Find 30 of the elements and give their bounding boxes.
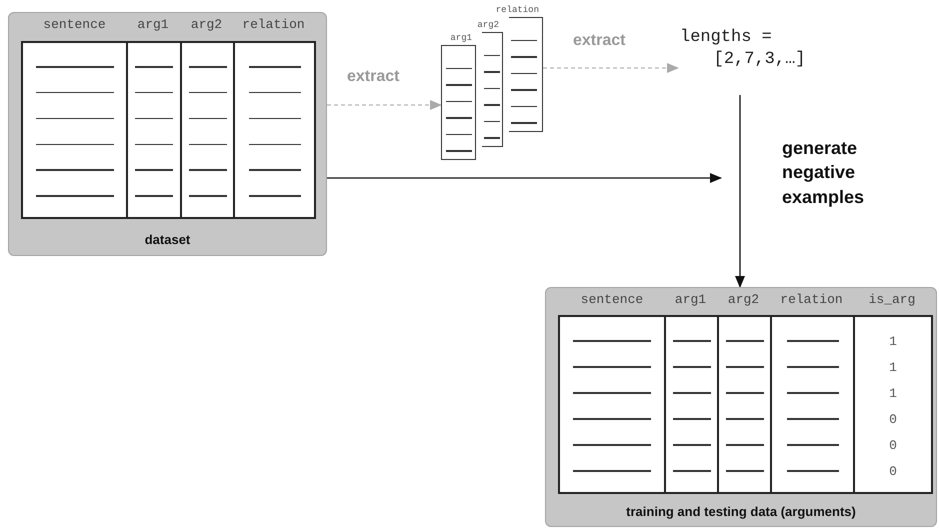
column-header: arg1: [136, 17, 170, 32]
column-header: relation: [496, 5, 539, 15]
edge-label: extract: [347, 67, 400, 87]
column-header: relation: [779, 292, 844, 307]
arrow: [327, 173, 722, 183]
table-caption: dataset: [144, 232, 192, 247]
cell-value: 1: [889, 334, 897, 348]
edge-label: generate negative examples: [782, 137, 866, 209]
column-header: arg2: [726, 292, 760, 307]
column-header: arg1: [450, 33, 472, 43]
cell-value: 0: [889, 438, 897, 452]
column-header: sentence: [42, 17, 107, 32]
column-header: is_arg: [868, 292, 916, 307]
arrow: [735, 95, 745, 288]
dashed-arrow: [326, 100, 442, 110]
edge-label: extract: [573, 31, 626, 51]
table-panel: [8, 12, 327, 256]
cell-value: 0: [889, 464, 897, 478]
code-text: lengths = [2,7,3,…]: [680, 27, 812, 71]
column-header: arg2: [477, 20, 499, 30]
table-panel: [545, 287, 937, 527]
table-caption: training and testing data (arguments): [625, 504, 857, 519]
cell-value: 0: [889, 412, 897, 426]
column-header: relation: [241, 17, 306, 32]
cell-value: 1: [889, 386, 897, 400]
cell-value: 1: [889, 360, 897, 374]
dashed-arrow: [542, 63, 679, 73]
column-header: arg2: [190, 17, 224, 32]
column-header: arg1: [674, 292, 708, 307]
column-header: sentence: [580, 292, 644, 307]
